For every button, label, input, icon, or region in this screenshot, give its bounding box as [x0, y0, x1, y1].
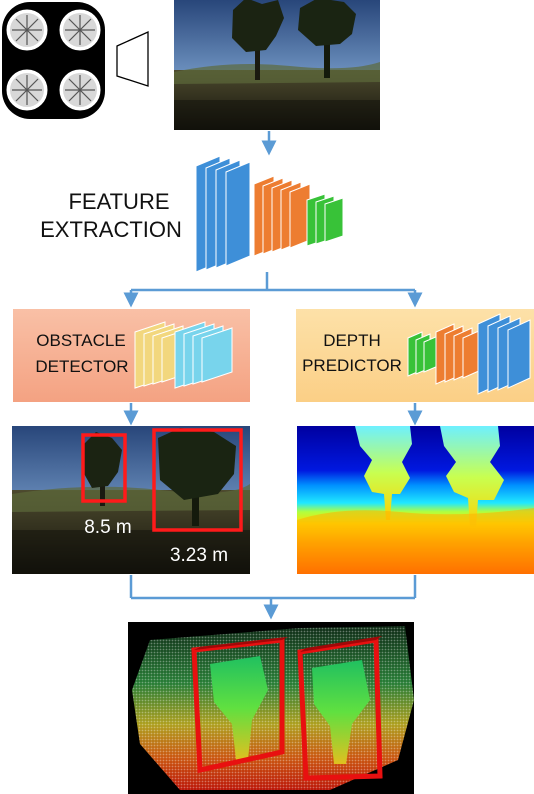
rotor-icon	[56, 6, 104, 54]
depth-predictor-block: DEPTH PREDICTOR	[296, 309, 534, 402]
rotor-icon	[3, 66, 51, 114]
obstacle-detector-block: OBSTACLE DETECTOR	[13, 309, 250, 402]
feature-extraction-label-line2: EXTRACTION	[40, 217, 182, 242]
depth-map-image	[297, 426, 534, 574]
input-camera-image	[174, 0, 380, 130]
bbox-far-tree	[152, 428, 243, 532]
depth-predictor-label-line2: PREDICTOR	[302, 356, 402, 375]
rotor-icon	[3, 6, 51, 54]
distance-label-far: 3.23 m	[170, 545, 228, 566]
bbox-3d-far-edge	[300, 636, 382, 652]
bbox-3d-near-edge	[194, 637, 288, 650]
rotor-icon	[56, 66, 104, 114]
split-connector	[123, 272, 423, 308]
camera-frustum-icon	[116, 30, 149, 87]
obstacle-detector-label-line2: DETECTOR	[35, 357, 128, 376]
obstacle-detector-layers	[134, 321, 233, 389]
predictor-layer-blue	[507, 319, 531, 389]
point-cloud-image	[128, 622, 414, 794]
quadcopter-icon	[2, 2, 105, 119]
detection-output-image: 8.5 m 3.23 m	[12, 426, 250, 574]
detector-layer-cyan	[201, 327, 233, 383]
merge-connector	[129, 575, 417, 620]
obstacle-detector-label: OBSTACLE	[36, 331, 125, 350]
feature-extraction-layers	[195, 155, 344, 273]
distance-label-near: 8.5 m	[84, 517, 132, 538]
bbox-near-tree	[81, 433, 127, 503]
feature-extraction-label: FEATURE	[68, 189, 169, 214]
depth-predictor-label: DEPTH	[323, 331, 381, 350]
feature-layer-blue	[225, 161, 251, 267]
depth-predictor-layers	[407, 313, 531, 395]
feature-layer-green	[324, 197, 344, 243]
